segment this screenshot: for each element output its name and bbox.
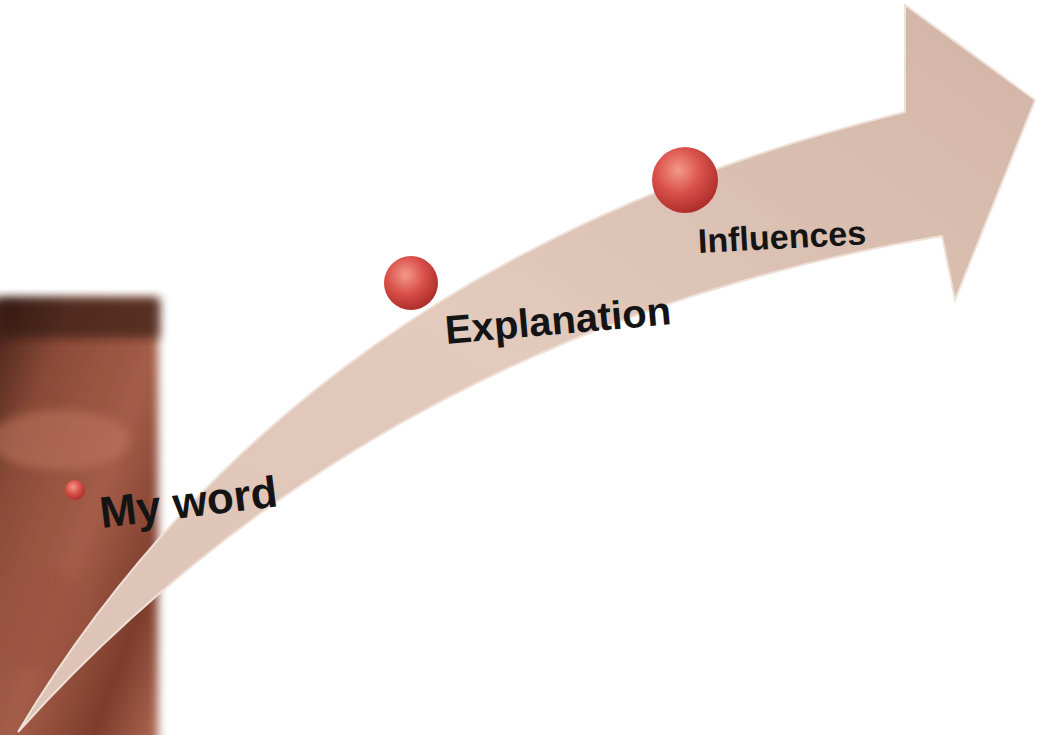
curved-arrow (18, 5, 1035, 732)
marker-dots (65, 147, 718, 500)
